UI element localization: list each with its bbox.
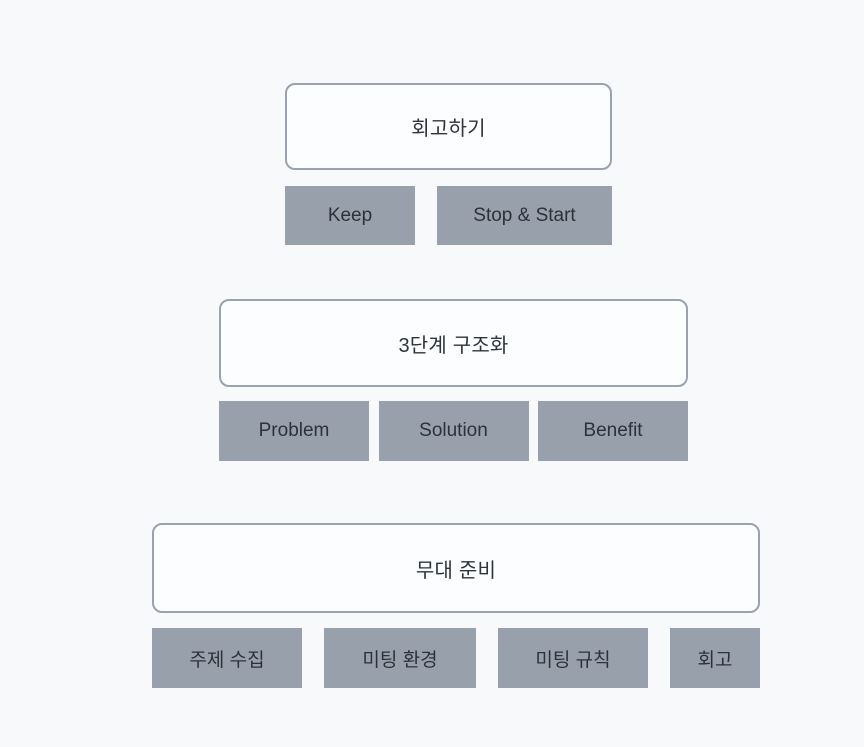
diagram-group-structuring: 3단계 구조화 Problem Solution Benefit — [219, 299, 688, 461]
step-chip-problem: Problem — [219, 401, 369, 461]
step-chip-retrospective: 회고 — [670, 628, 760, 688]
stage-title: 3단계 구조화 — [398, 334, 509, 357]
step-chip-meeting-rules: 미팅 규칙 — [498, 628, 648, 688]
stage-title-box: 무대 준비 — [152, 523, 760, 613]
step-chip-meeting-environment: 미팅 환경 — [324, 628, 476, 688]
step-chip-benefit: Benefit — [538, 401, 688, 461]
stage-title-box: 3단계 구조화 — [219, 299, 688, 387]
step-chip-solution: Solution — [378, 401, 529, 461]
diagram-group-stage-prep: 무대 준비 주제 수집 미팅 환경 미팅 규칙 회고 — [152, 523, 760, 688]
stage-title: 무대 준비 — [415, 559, 497, 582]
step-chip-stop-start: Stop & Start — [437, 186, 612, 245]
stage-title-box: 회고하기 — [285, 83, 612, 170]
chip-row: 주제 수집 미팅 환경 미팅 규칙 회고 — [152, 628, 760, 688]
step-chip-keep: Keep — [285, 186, 415, 245]
step-chip-topic-collection: 주제 수집 — [152, 628, 302, 688]
chip-row: Keep Stop & Start — [285, 186, 612, 245]
chip-row: Problem Solution Benefit — [219, 401, 688, 461]
stage-title: 회고하기 — [411, 118, 486, 140]
diagram-group-retrospective: 회고하기 Keep Stop & Start — [285, 83, 612, 245]
